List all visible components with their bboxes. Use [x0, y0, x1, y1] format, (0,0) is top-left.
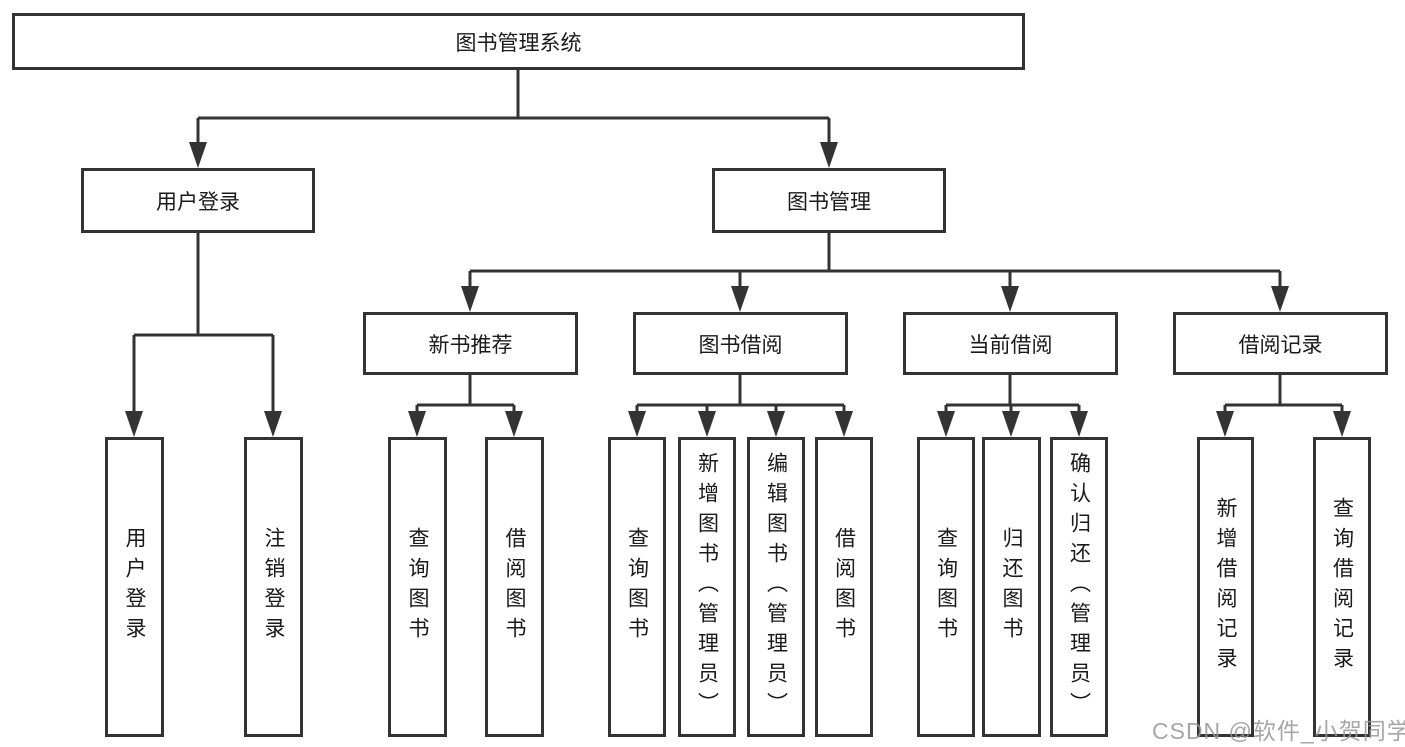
leaf-query-books-1: 查询图书: [388, 437, 447, 737]
node-label: 新增借阅记录: [1214, 497, 1237, 677]
node-label: 查询借阅记录: [1330, 497, 1354, 677]
node-label: 查询图书: [406, 527, 429, 647]
node-label: 新增图书（管理员）: [695, 452, 719, 722]
leaf-query-borrow-record: 查询借阅记录: [1313, 437, 1371, 737]
arrow-down-icon: [1002, 411, 1020, 437]
arrow-down-icon: [505, 411, 523, 437]
watermark: CSDN @软件_小贺同学: [1152, 718, 1405, 744]
node-label: 新书推荐: [428, 333, 513, 357]
node-label: 借阅图书: [503, 527, 526, 647]
connector-bookborrow-to-leaves: [628, 375, 853, 437]
connector-bookmgmt-to-level3: [461, 233, 1289, 312]
leaf-borrow-books-2: 借阅图书: [815, 437, 873, 737]
leaf-return-books: 归还图书: [982, 437, 1041, 737]
connector-currentborrow-to-leaves: [937, 375, 1088, 437]
arrow-down-icon: [1216, 411, 1234, 437]
node-root-system: 图书管理系统: [12, 13, 1025, 70]
node-user-login: 用户登录: [81, 168, 315, 233]
node-current-borrowing: 当前借阅: [903, 312, 1118, 375]
node-book-borrowing: 图书借阅: [633, 312, 848, 375]
node-label: 用户登录: [156, 190, 240, 214]
node-book-management: 图书管理: [712, 168, 946, 233]
leaf-edit-books-admin: 编辑图书（管理员）: [747, 437, 805, 737]
arrow-down-icon: [1271, 286, 1289, 312]
node-label: 图书管理: [787, 190, 871, 214]
arrow-down-icon: [698, 411, 716, 437]
node-label: 用户登录: [123, 527, 146, 647]
node-label: 图书借阅: [698, 333, 783, 357]
leaf-borrow-books-1: 借阅图书: [485, 437, 544, 737]
leaf-user-login: 用户登录: [105, 437, 164, 737]
leaf-query-books-3: 查询图书: [917, 437, 975, 737]
arrow-down-icon: [731, 286, 749, 312]
node-label: 确认归还（管理员）: [1067, 452, 1091, 722]
arrow-down-icon: [125, 411, 143, 437]
arrow-down-icon: [767, 411, 785, 437]
arrow-down-icon: [1333, 411, 1351, 437]
connector-newbookrec-to-leaves: [408, 375, 523, 437]
leaf-query-books-2: 查询图书: [608, 437, 666, 737]
node-label: 借阅记录: [1238, 333, 1323, 357]
arrow-down-icon: [1070, 411, 1088, 437]
node-label: 归还图书: [1000, 527, 1023, 647]
node-label: 注销登录: [262, 527, 285, 647]
arrow-down-icon: [835, 411, 853, 437]
leaf-add-borrow-record: 新增借阅记录: [1197, 437, 1254, 737]
arrow-down-icon: [628, 411, 646, 437]
node-new-book-recommend: 新书推荐: [363, 312, 578, 375]
connector-root-to-level2: [189, 70, 838, 168]
node-label: 当前借阅: [968, 333, 1053, 357]
arrow-down-icon: [189, 142, 207, 168]
leaf-confirm-return-admin: 确认归还（管理员）: [1050, 437, 1108, 737]
arrow-down-icon: [1001, 286, 1019, 312]
arrow-down-icon: [820, 142, 838, 168]
node-label: 借阅图书: [832, 527, 856, 647]
arrow-down-icon: [937, 411, 955, 437]
leaf-logout: 注销登录: [244, 437, 303, 737]
connector-userlogin-to-leaves: [125, 233, 282, 437]
node-label: 查询图书: [625, 527, 649, 647]
node-label: 编辑图书（管理员）: [764, 452, 788, 722]
arrow-down-icon: [264, 411, 282, 437]
leaf-add-books-admin: 新增图书（管理员）: [678, 437, 736, 737]
arrow-down-icon: [461, 286, 479, 312]
node-borrowing-records: 借阅记录: [1173, 312, 1388, 375]
node-label: 查询图书: [934, 527, 958, 647]
connector-borrowrecords-to-leaves: [1216, 375, 1351, 437]
node-label: 图书管理系统: [455, 31, 582, 55]
arrow-down-icon: [408, 411, 426, 437]
